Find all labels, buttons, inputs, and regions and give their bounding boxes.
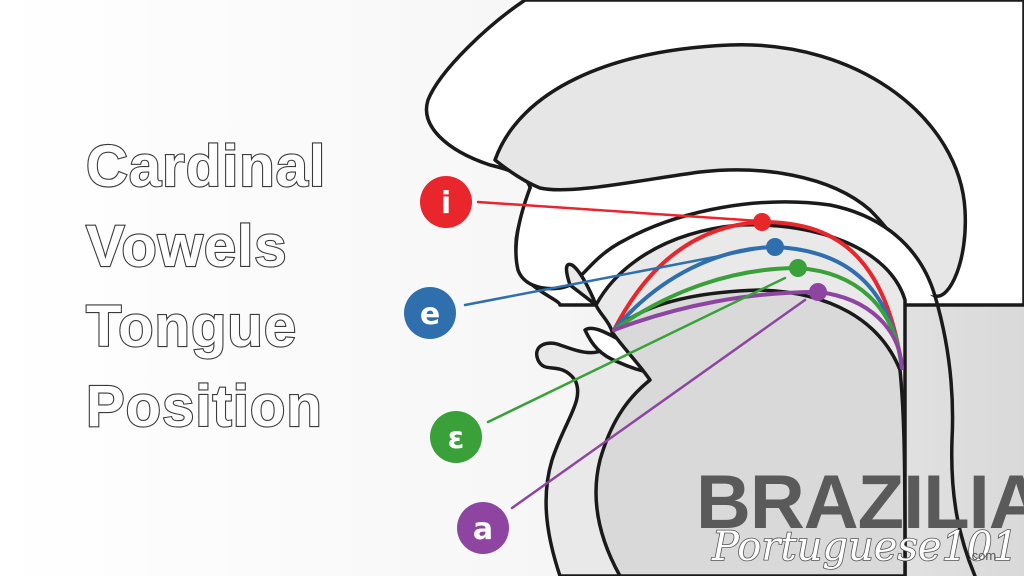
- title-block: Cardinal Vowels Tongue Position: [85, 133, 326, 440]
- badge-label-e: e: [420, 297, 440, 332]
- badge-circle-e: [404, 287, 456, 339]
- vowel-badge-open-e: ɛ: [430, 411, 482, 463]
- tongue-markers: [753, 213, 827, 301]
- leader-line-a: [510, 298, 807, 510]
- badge-label-open-e: ɛ: [448, 421, 465, 456]
- marker-e: [766, 238, 784, 256]
- vowel-badge-i: i: [420, 176, 472, 228]
- badge-circle-open-e: [430, 411, 482, 463]
- upper-lip: [514, 186, 937, 298]
- pharynx-wall: [933, 294, 977, 576]
- leader-line-e: [463, 244, 774, 307]
- leader-lines: [463, 200, 807, 510]
- leader-line-i: [476, 200, 762, 223]
- badge-label-i: i: [441, 186, 451, 221]
- marker-a: [809, 283, 827, 301]
- marker-i: [753, 213, 771, 231]
- logo-domain: .com: [968, 548, 996, 563]
- logo-main: BRAZILIAN: [696, 460, 1024, 545]
- head-silhouette: [424, 0, 1024, 307]
- brand-logo: BRAZILIAN Portuguese101 .com: [696, 460, 1024, 571]
- logo-sub: Portuguese101: [711, 524, 1018, 570]
- title-line-3: Tongue: [86, 294, 297, 359]
- vowel-badge-e: e: [404, 287, 456, 339]
- badge-circle-i: [420, 176, 472, 228]
- title-line-1: Cardinal: [86, 134, 326, 199]
- title-line-2: Vowels: [86, 214, 288, 279]
- vowel-badge-a: a: [457, 502, 509, 554]
- badge-circle-a: [457, 502, 509, 554]
- marker-open-e: [789, 259, 807, 277]
- badge-label-a: a: [473, 512, 493, 547]
- title-line-4: Position: [86, 374, 323, 439]
- leader-line-open-e: [486, 276, 787, 424]
